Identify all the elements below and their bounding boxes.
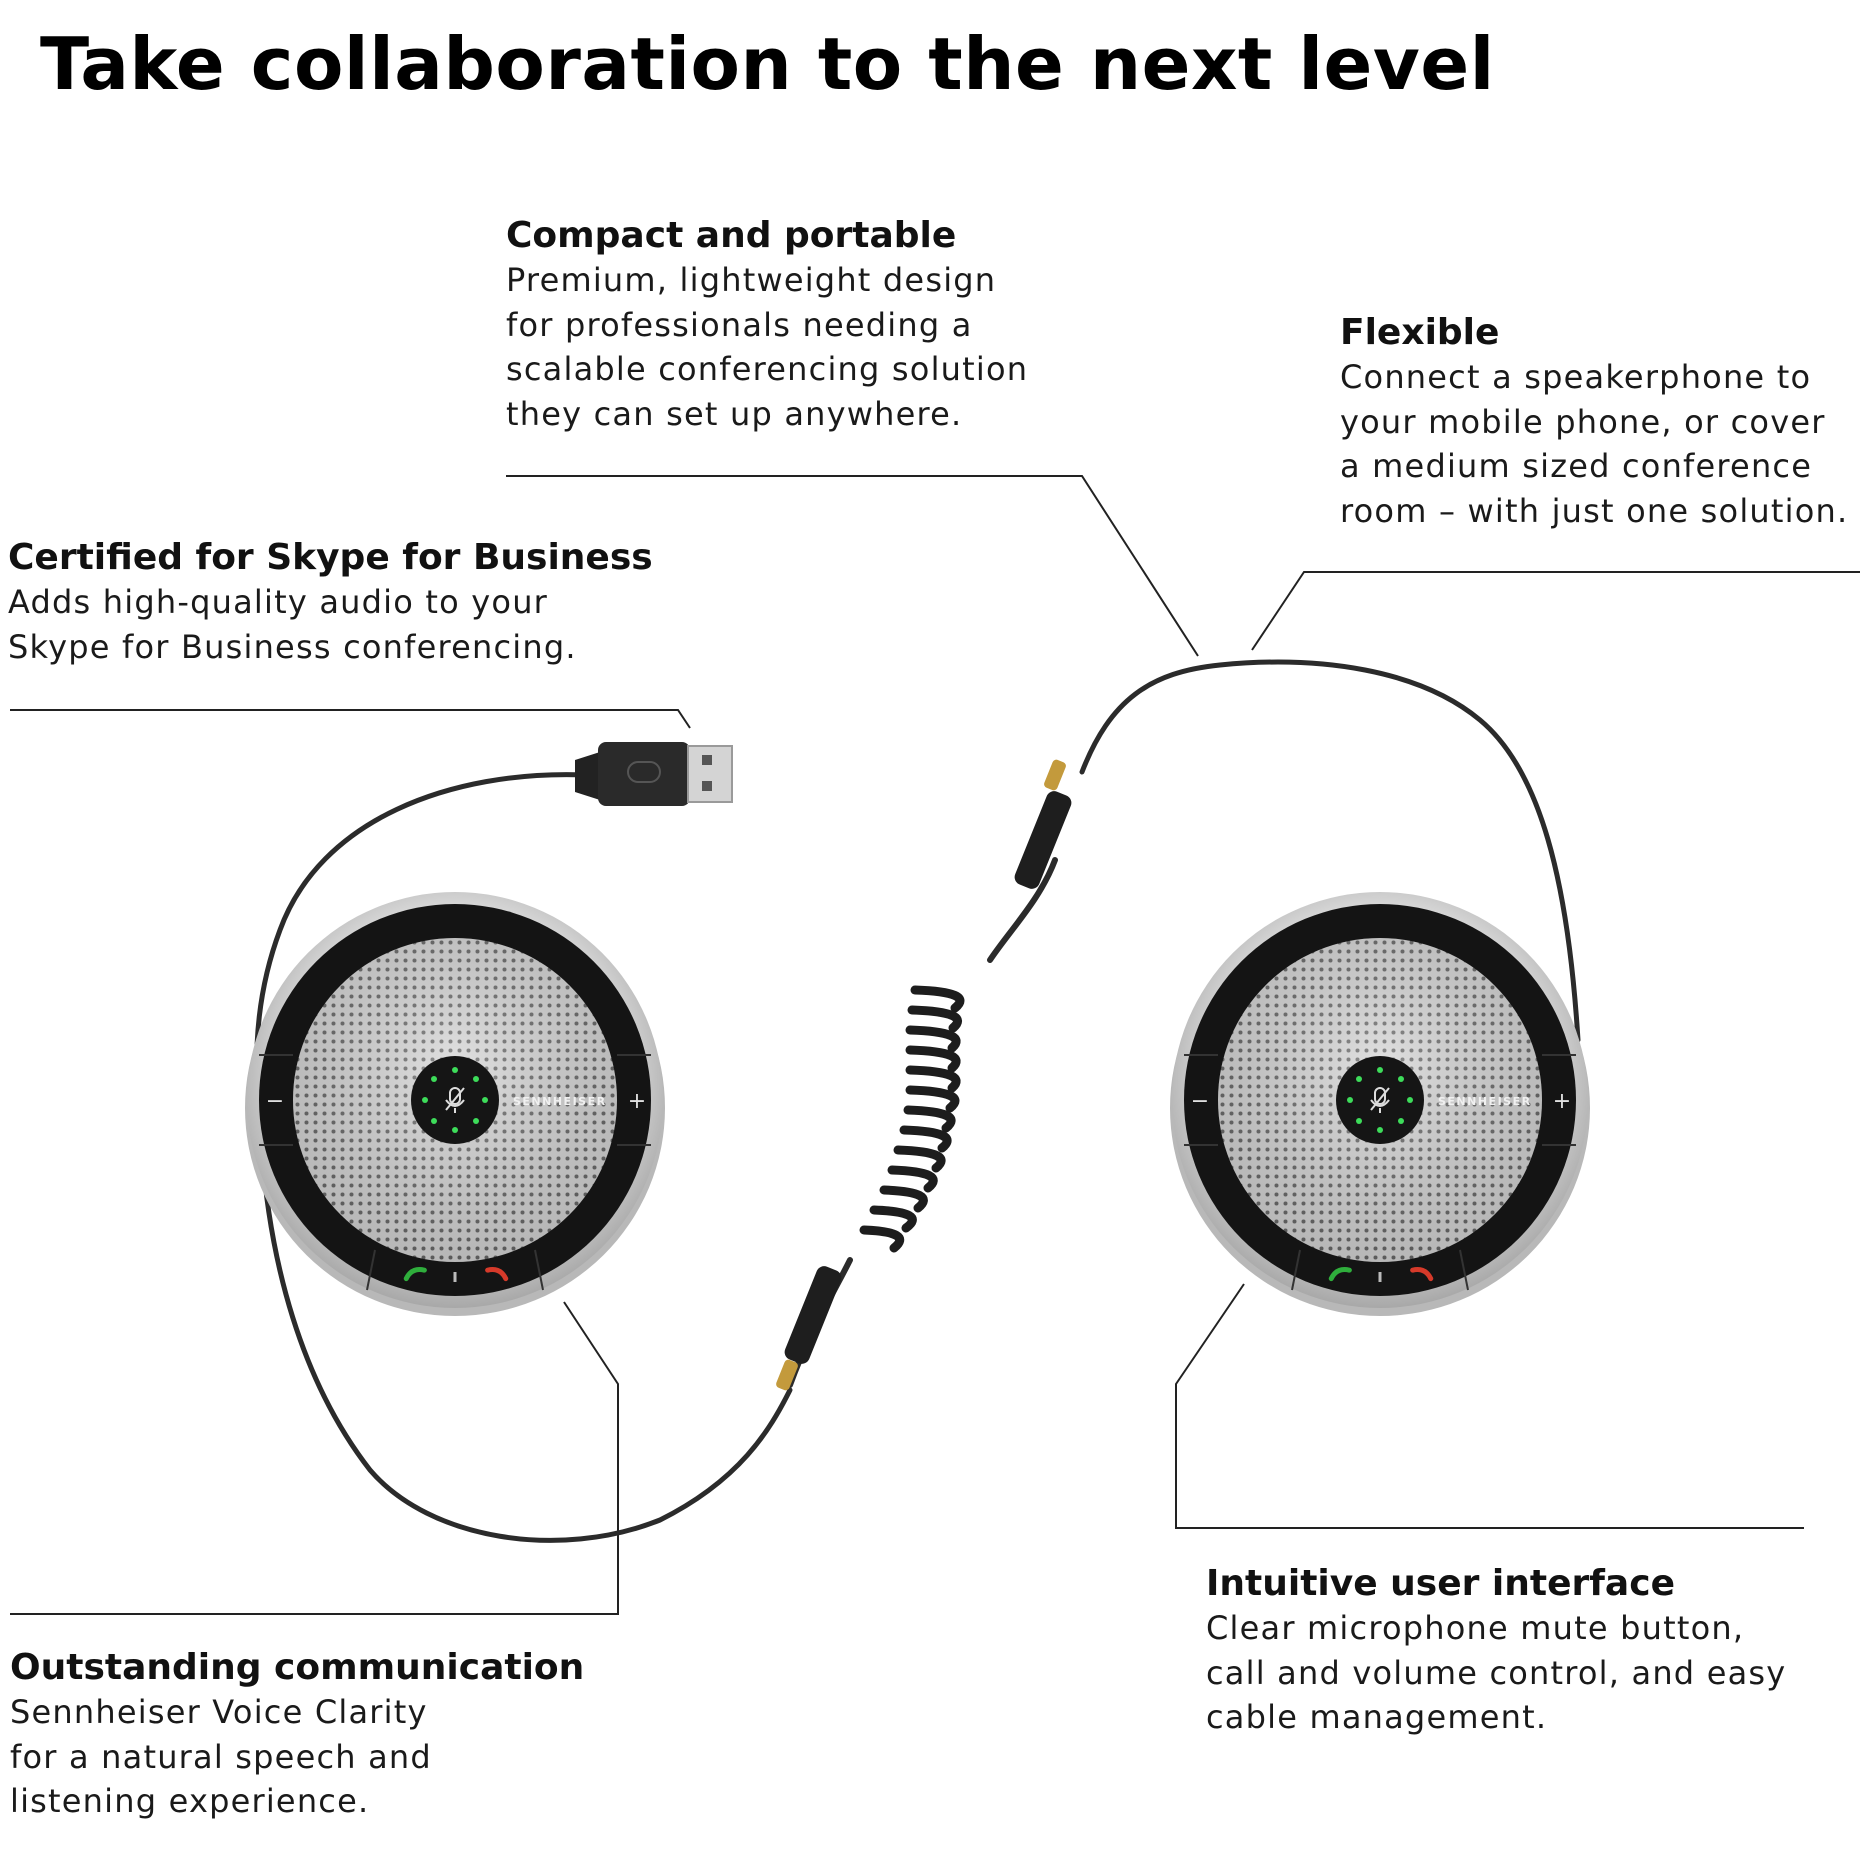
page-title: Take collaboration to the next level [40, 22, 1495, 106]
callout-communication: Outstanding communication Sennheiser Voi… [10, 1646, 584, 1824]
callout-compact: Compact and portable Premium, lightweigh… [506, 214, 1028, 436]
brand-logo: SENNHEISER [1438, 1095, 1532, 1108]
brand-logo: SENNHEISER [513, 1095, 607, 1108]
leader-line-communication [10, 1301, 619, 1615]
callout-text-line: Adds high-quality audio to your [8, 583, 549, 621]
volume-up-symbol: + [1553, 1089, 1571, 1114]
callout-heading: Flexible [1340, 312, 1500, 353]
callout-text-line: room – with just one solution. [1340, 491, 1849, 530]
callout-skype: Certified for Skype for Business Adds hi… [8, 536, 653, 669]
callout-text-line: Skype for Business conferencing. [8, 627, 577, 666]
callout-text-line: Premium, lightweight design [506, 261, 997, 299]
leader-line-skype [10, 709, 691, 729]
coiled-cable [859, 985, 965, 1253]
jack-plug-upper [1014, 759, 1072, 889]
volume-up-symbol: + [628, 1089, 646, 1114]
end-call-icon [1410, 1267, 1434, 1282]
end-call-icon [485, 1267, 509, 1282]
speakerphone-right: − + SENNHEISER [1170, 892, 1590, 1316]
callout-heading: Outstanding communication [10, 1647, 585, 1688]
callout-text-line: they can set up anywhere. [506, 394, 963, 433]
button-divider [453, 1272, 457, 1282]
callout-flexible: Flexible Connect a speakerphone to your … [1340, 311, 1848, 533]
answer-call-icon [1328, 1267, 1352, 1282]
button-divider [1378, 1272, 1382, 1282]
callout-interface: Intuitive user interface Clear microphon… [1206, 1562, 1786, 1740]
cable-upper-segment [987, 857, 1058, 963]
callout-heading: Certified for Skype for Business [8, 537, 653, 578]
callout-text-line: scalable conferencing solution [506, 350, 1029, 388]
callout-text-line: Sennheiser Voice Clarity [10, 1693, 428, 1731]
leader-line-flexible [1251, 571, 1860, 651]
led-ring [1347, 1067, 1413, 1133]
usb-cable [254, 772, 793, 1543]
callout-heading: Intuitive user interface [1206, 1563, 1675, 1604]
cable-lower-segment [787, 1257, 853, 1388]
callout-text-line: call and volume control, and easy [1206, 1653, 1787, 1692]
leader-line-interface [1175, 1283, 1804, 1529]
usb-plug [575, 742, 733, 806]
callout-heading: Compact and portable [506, 215, 957, 256]
microphone-mute-icon [1370, 1087, 1390, 1113]
speakerphone-left: − + SENNHEISER [245, 892, 665, 1316]
callout-text-line: Clear microphone mute button, [1206, 1609, 1745, 1647]
extension-cable [1079, 659, 1581, 1043]
volume-down-symbol: − [1191, 1089, 1209, 1114]
jack-plug-lower [776, 1266, 842, 1391]
callout-text-line: for a natural speech and [10, 1737, 432, 1776]
led-ring [422, 1067, 488, 1133]
answer-call-icon [403, 1267, 427, 1282]
volume-down-symbol: − [266, 1089, 284, 1114]
callout-text-line: cable management. [1206, 1698, 1548, 1736]
microphone-mute-icon [445, 1087, 465, 1113]
cables [254, 659, 1581, 1543]
callout-text-line: a medium sized conference [1340, 447, 1813, 485]
callout-text-line: for professionals needing a [506, 305, 973, 344]
callout-text-line: listening experience. [10, 1782, 370, 1820]
callout-text-line: your mobile phone, or cover [1340, 402, 1826, 441]
callout-text-line: Connect a speakerphone to [1340, 358, 1812, 396]
